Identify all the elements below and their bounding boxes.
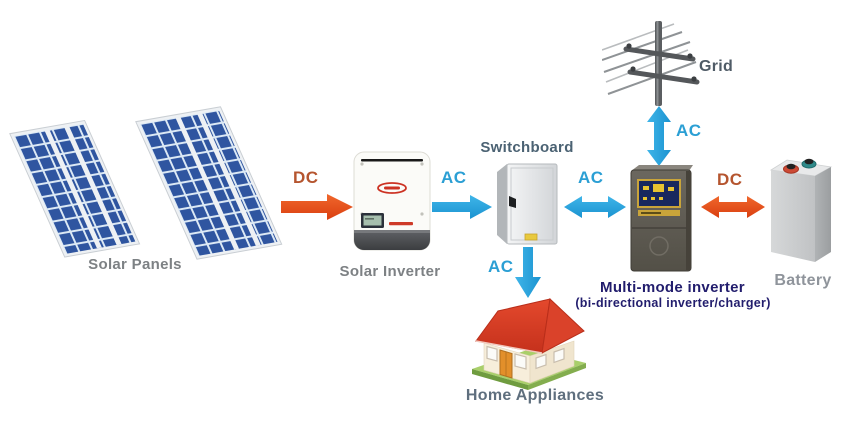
solar-inverter-icon (353, 151, 431, 251)
multi-mode-inverter-label: Multi-mode inverter (600, 279, 745, 296)
edge-label-ac-switchboard-home: AC (488, 257, 514, 276)
home-appliances-label: Home Appliances (465, 387, 605, 404)
switchboard-label: Switchboard (480, 139, 574, 156)
ac-arrow-switchboard-to-home (515, 247, 541, 298)
edge-label-ac-switchboard-multimode: AC (578, 168, 604, 187)
edge-label-dc-multimode-battery: DC (717, 170, 743, 189)
dc-arrow-panels-to-inverter (281, 194, 353, 220)
edge-label-ac-grid-multimode: AC (676, 121, 702, 140)
ac-arrow-inverter-to-switchboard (432, 195, 492, 219)
multi-mode-inverter-icon (630, 165, 693, 272)
ac-arrow-switchboard-multimode (564, 196, 626, 218)
switchboard-icon (497, 163, 558, 245)
ac-arrow-grid-multimode (647, 106, 671, 166)
utility-pole-icon (602, 21, 700, 106)
solar-panels-label: Solar Panels (88, 256, 182, 273)
edge-label-ac-inverter-switchboard: AC (441, 168, 467, 187)
house-icon (472, 297, 586, 390)
solar-panels-icon (9, 106, 283, 260)
multi-mode-inverter-sublabel: (bi-directional inverter/charger) (575, 296, 771, 310)
edge-label-dc-panels-inverter: DC (293, 168, 319, 187)
dc-arrow-multimode-battery (701, 196, 765, 218)
grid-label: Grid (699, 58, 734, 75)
solar-inverter-label: Solar Inverter (339, 263, 441, 280)
battery-label: Battery (774, 272, 832, 289)
battery-icon (769, 158, 833, 262)
